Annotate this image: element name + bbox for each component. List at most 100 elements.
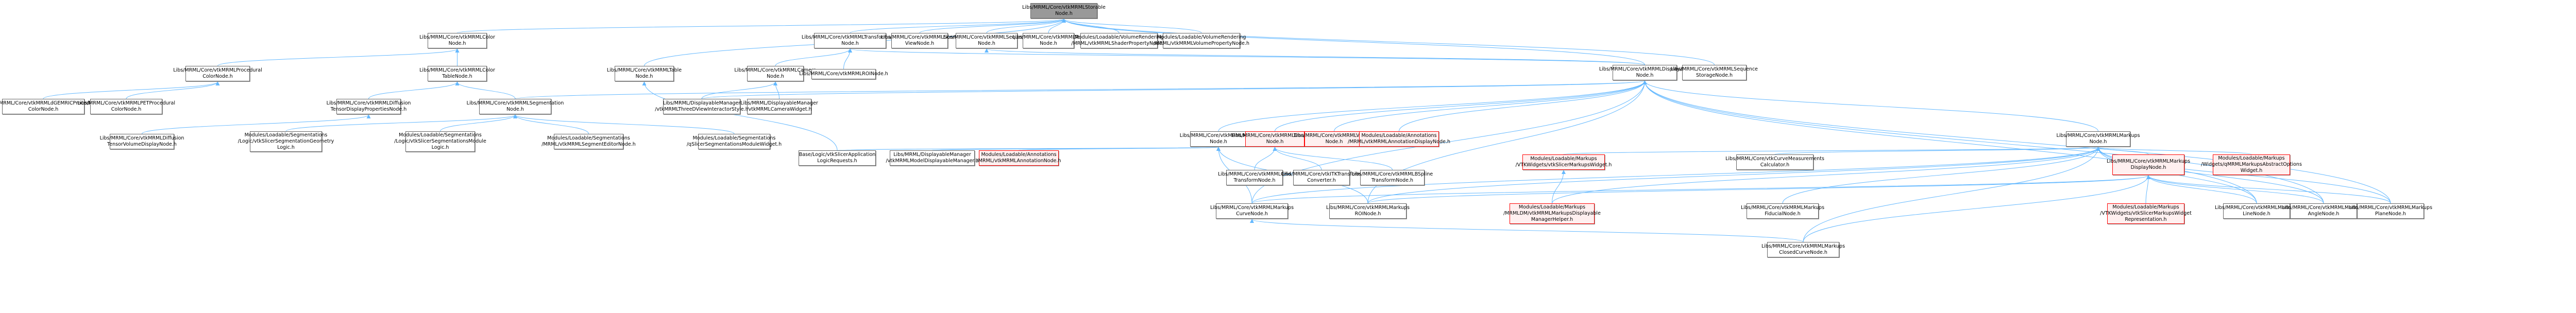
node-label: Libs/MRML/Core/vtkMRMLROINode.h (799, 71, 888, 77)
node-label: Modules/Loadable/Segmentations /MRML/vtk… (541, 135, 636, 147)
node-seggeomlogic[interactable]: Modules/Loadable/Segmentations /Logic/vt… (238, 131, 334, 152)
node-bspline[interactable]: Libs/MRML/Core/vtkMRMLBSpline TransformN… (1352, 170, 1433, 185)
node-camerawidget[interactable]: Libs/MRML/DisplayableManager /vtkMRMLCam… (740, 99, 818, 114)
node-curvecalc[interactable]: Libs/MRML/Core/vtkCurveMeasurements Calc… (1725, 154, 1824, 170)
node-slicermarkupswidget[interactable]: Modules/Loadable/Markups /VTKWidgets/vtk… (1516, 154, 1612, 170)
edge-roi-to-transformable (843, 48, 852, 69)
node-label: Base/Logic/vtkSlicerApplication LogicReq… (799, 152, 876, 164)
node-label: Libs/MRML/Core/vtkMRMLStorable Node.h (1022, 5, 1106, 16)
node-label: Modules/Loadable/Segmentations /Logic/vt… (238, 132, 334, 150)
edge-markups-to-displayable (1642, 80, 2098, 132)
node-label: Libs/MRML/Core/vtkMRMLGrid TransformNode… (1218, 171, 1291, 183)
node-pet[interactable]: Libs/MRML/Core/vtkMRMLPETProcedural Colo… (77, 99, 175, 114)
edge-camerawidget-to-camera (773, 81, 779, 99)
node-color[interactable]: Libs/MRML/Core/vtkMRMLColor Node.h (419, 33, 495, 48)
node-dtvolumedisplay[interactable]: Libs/MRML/Core/vtkMRMLDiffusion TensorVo… (100, 134, 184, 149)
node-label: Libs/MRML/Core/vtkMRMLMarkups LineNode.h (2214, 205, 2299, 217)
node-label: Libs/MRML/Core/vtkMRMLSequence StorageNo… (1671, 66, 1758, 78)
node-label: Libs/MRML/Core/vtkMRMLSegmentation Node.… (466, 100, 564, 112)
node-dtdisplayprops[interactable]: Libs/MRML/Core/vtkMRMLDiffusion TensorDi… (327, 99, 411, 114)
node-text[interactable]: Libs/MRML/Core/vtkMRMLText Node.h (1012, 33, 1084, 48)
node-label: Libs/MRML/Core/vtkMRMLTable Node.h (606, 67, 682, 79)
node-storable[interactable]: Libs/MRML/Core/vtkMRMLStorable Node.h (1022, 3, 1106, 19)
node-table[interactable]: Libs/MRML/Core/vtkMRMLTable Node.h (607, 66, 682, 81)
edge-annotdisplay-to-displayable (1399, 80, 1647, 132)
node-plane[interactable]: Libs/MRML/Core/vtkMRMLMarkups PlaneNode.… (2349, 203, 2432, 219)
edge-plane-to-displayable (1642, 80, 2391, 204)
edge-segmentation-to-colortable (455, 81, 516, 99)
edge-dtdisplayprops-to-colortable (368, 81, 460, 99)
node-volume[interactable]: Libs/MRML/Core/vtkMRMLVolume Node.h (1294, 131, 1375, 147)
edge-displayable-to-storable (1062, 19, 1645, 65)
node-segmodulewidget[interactable]: Modules/Loadable/Segmentations /qSlicerS… (687, 134, 782, 149)
node-applogicreq[interactable]: Base/Logic/vtkSlicerApplication LogicReq… (799, 150, 876, 166)
node-label: Modules/Loadable/Markups /VTKWidgets/vtk… (2100, 204, 2192, 222)
node-segeditor[interactable]: Modules/Loadable/Segmentations /MRML/vtk… (541, 134, 636, 149)
node-segmodulelogic[interactable]: Modules/Loadable/Segmentations /Logic/vt… (394, 131, 486, 152)
node-markups[interactable]: Libs/MRML/Core/vtkMRMLMarkups Node.h (2056, 131, 2140, 147)
node-label: Libs/MRML/Core/vtkMRMLScene ViewNode.h (880, 34, 959, 46)
node-widgetrep[interactable]: Modules/Loadable/Markups /VTKWidgets/vtk… (2100, 203, 2192, 224)
edge-line-to-displayable (1642, 80, 2257, 204)
node-line[interactable]: Libs/MRML/Core/vtkMRMLMarkups LineNode.h (2215, 203, 2298, 219)
node-label: Libs/MRML/Core/vtkMRMLCamera Node.h (734, 67, 817, 79)
node-shaderprop[interactable]: Modules/Loadable/VolumeRendering /MRML/v… (1071, 33, 1167, 48)
edge-slicermarkupswidget-to-markups (1563, 147, 2100, 155)
node-fiducial[interactable]: Libs/MRML/Core/vtkMRMLMarkups FiducialNo… (1741, 203, 1824, 219)
node-camera[interactable]: Libs/MRML/Core/vtkMRMLCamera Node.h (734, 66, 817, 81)
node-label: Libs/MRML/Core/vtkMRMLdGEMRICProcedural … (0, 100, 99, 112)
node-transform[interactable]: Libs/MRML/Core/vtkMRMLTransform Node.h (1232, 131, 1318, 147)
edge-angle-to-displayable (1642, 80, 2324, 204)
node-sceneview[interactable]: Libs/MRML/Core/vtkMRMLScene ViewNode.h (881, 33, 958, 48)
node-label: Libs/MRML/Core/vtkMRMLPETProcedural Colo… (77, 100, 176, 112)
edge-abstractoptions-to-markups (2096, 147, 2252, 155)
node-sequence[interactable]: Libs/MRML/Core/vtkMRMLSequence Node.h (943, 33, 1030, 48)
node-label: Libs/MRML/Core/vtkMRMLMarkups DisplayNod… (2106, 159, 2191, 170)
edge-angle-to-markups (2096, 147, 2324, 204)
node-closedcurve[interactable]: Libs/MRML/Core/vtkMRMLMarkups ClosedCurv… (1761, 242, 1845, 257)
node-threedinteractor[interactable]: Libs/MRML/DisplayableManager /vtkMRMLThr… (655, 99, 749, 114)
node-roi[interactable]: Libs/MRML/Core/vtkMRMLROINode.h (799, 69, 888, 79)
node-markupsroi[interactable]: Libs/MRML/Core/vtkMRMLMarkups ROINode.h (1326, 203, 1410, 219)
node-colortable[interactable]: Libs/MRML/Core/vtkMRMLColor TableNode.h (419, 66, 495, 81)
node-segmentation[interactable]: Libs/MRML/Core/vtkMRMLSegmentation Node.… (467, 99, 564, 114)
node-label: Libs/MRML/Core/vtkITKTransform Converter… (1281, 171, 1362, 183)
node-curve[interactable]: Libs/MRML/Core/vtkMRMLMarkups CurveNode.… (1210, 203, 1294, 219)
node-gridtransform[interactable]: Libs/MRML/Core/vtkMRMLGrid TransformNode… (1218, 170, 1291, 185)
node-abstractoptions[interactable]: Modules/Loadable/Markups /Widgets/qMRMLM… (2201, 154, 2302, 175)
node-label: Libs/MRML/Core/vtkMRMLSequence Node.h (943, 34, 1030, 46)
edge-bspline-to-transform (1273, 147, 1393, 170)
edge-threedinteractor-to-displayable (701, 80, 1647, 99)
edge-markupsroi-to-markups (1367, 147, 2100, 204)
node-dmhelper[interactable]: Modules/Loadable/Markups /MRMLDM/vtkMRML… (1503, 203, 1601, 224)
edge-closedcurve-to-curve (1250, 219, 1804, 242)
edge-pet-to-procedural (126, 81, 220, 99)
node-itkconverter[interactable]: Libs/MRML/Core/vtkITKTransform Converter… (1282, 170, 1362, 185)
node-transformable[interactable]: Libs/MRML/Core/vtkMRMLTransformable Node… (802, 33, 899, 48)
node-angle[interactable]: Libs/MRML/Core/vtkMRMLMarkups AngleNode.… (2282, 203, 2365, 219)
edge-camera-to-transformable (775, 48, 852, 66)
node-label: Modules/Loadable/Annotations /MRML/vtkMR… (1348, 133, 1450, 145)
edge-volumeprop-to-storable (1062, 19, 1202, 33)
node-volumeprop[interactable]: Modules/Loadable/VolumeRendering /MRML/v… (1154, 33, 1249, 48)
node-modeldm[interactable]: Libs/MRML/DisplayableManager /vtkMRMLMod… (886, 150, 979, 166)
node-annotdisplay[interactable]: Modules/Loadable/Annotations /MRML/vtkMR… (1348, 131, 1450, 147)
node-seqstorage[interactable]: Libs/MRML/Core/vtkMRMLSequence StorageNo… (1671, 65, 1758, 80)
edge-seggeomlogic-to-segmentation (285, 114, 517, 132)
node-markupsdisplay[interactable]: Libs/MRML/Core/vtkMRMLMarkups DisplayNod… (2107, 154, 2190, 175)
node-displayable[interactable]: Libs/MRML/Core/vtkMRMLDisplayable Node.h (1599, 65, 1690, 80)
node-dgemric[interactable]: Libs/MRML/Core/vtkMRMLdGEMRICProcedural … (0, 99, 99, 114)
node-annotnode[interactable]: Modules/Loadable/Annotations /MRML/vtkMR… (977, 150, 1061, 166)
edge-threedinteractor-to-camera (701, 81, 777, 99)
node-procedural[interactable]: Libs/MRML/Core/vtkMRMLProcedural ColorNo… (173, 66, 262, 81)
node-label: Modules/Loadable/Markups /MRMLDM/vtkMRML… (1503, 204, 1601, 222)
edge-markupsroi-to-markupsdisplay (1367, 175, 2150, 204)
node-label: Libs/MRML/Core/vtkMRMLVolume Node.h (1294, 133, 1375, 145)
edge-segmodulewidget-to-segmentation (513, 114, 735, 134)
node-label: Libs/MRML/Core/vtkMRMLMarkups CurveNode.… (1210, 205, 1294, 217)
edge-fiducial-to-markups (1782, 147, 2100, 204)
node-label: Libs/MRML/Core/vtkMRMLMarkups ClosedCurv… (1761, 244, 1845, 255)
edge-dgemric-to-procedural (43, 81, 220, 99)
node-label: Modules/Loadable/VolumeRendering /MRML/v… (1071, 34, 1167, 46)
